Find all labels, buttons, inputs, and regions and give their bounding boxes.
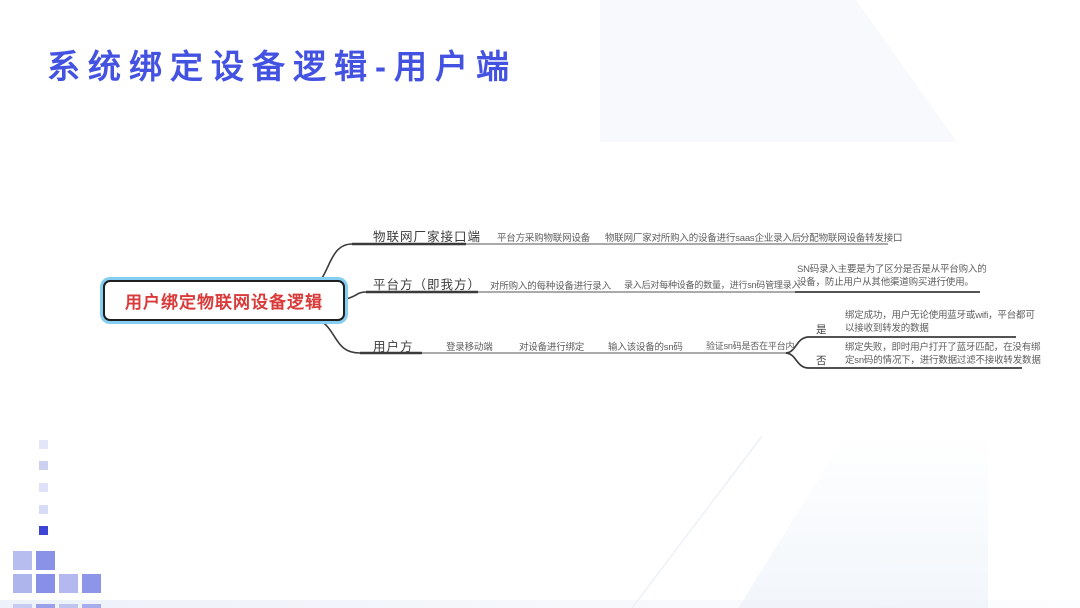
branch-1-lines (319, 242, 888, 282)
branch-2-lines (344, 290, 980, 300)
root-topic[interactable]: 用户绑定物联网设备逻辑 (103, 280, 345, 321)
outcome-no-text[interactable]: 绑定失败，即时用户打开了蓝牙匹配，在没有绑定sn码的情况下，进行数据过滤不接收转… (845, 342, 1041, 366)
node-login-mobile[interactable]: 登录移动端 (446, 342, 493, 353)
node-sn-purpose-note[interactable]: SN码录入主要是为了区分是否是从平台购入的设备，防止用户从其他渠道购买进行使用。 (797, 264, 987, 288)
branch-3-lines (317, 318, 1022, 369)
deco-top-right-wedge (600, 0, 957, 142)
branch-label-platform-side[interactable]: 平台方（即我方） (373, 278, 482, 292)
node-bind-device[interactable]: 对设备进行绑定 (519, 342, 585, 353)
outcome-yes-text[interactable]: 绑定成功，用户无论使用蓝牙或wifi，平台都可以接收到转发的数据 (845, 310, 1035, 334)
branch-label-user-side[interactable]: 用户方 (373, 340, 414, 354)
outcome-yes-label[interactable]: 是 (816, 324, 827, 336)
node-assign-forward-interface[interactable]: 分配物联网设备转发接口 (800, 233, 903, 244)
deco-square-grid (13, 551, 101, 608)
deco-hairline (631, 435, 763, 608)
deco-bottom-strip (0, 600, 1080, 608)
outcome-no-label[interactable]: 否 (816, 355, 827, 367)
node-enter-sn[interactable]: 输入该设备的sn码 (608, 342, 683, 353)
node-enter-each-device[interactable]: 对所购入的每种设备进行录入 (490, 281, 611, 292)
node-sn-manage-entry[interactable]: 录入后对每种设备的数量，进行sn码管理录入 (624, 280, 801, 290)
deco-square-column (39, 440, 48, 535)
root-topic-label: 用户绑定物联网设备逻辑 (125, 293, 323, 312)
node-verify-sn[interactable]: 验证sn码是否在平台内 (706, 341, 795, 351)
branch-label-iot-vendor-interface[interactable]: 物联网厂家接口端 (373, 230, 482, 244)
deco-bottom-right-band (738, 432, 988, 608)
node-purchase-devices[interactable]: 平台方采购物联网设备 (497, 233, 591, 244)
node-saas-enroll[interactable]: 物联网厂家对所购入的设备进行saas企业录入后 (605, 233, 801, 244)
page-title: 系统绑定设备逻辑-用户端 (47, 48, 517, 85)
